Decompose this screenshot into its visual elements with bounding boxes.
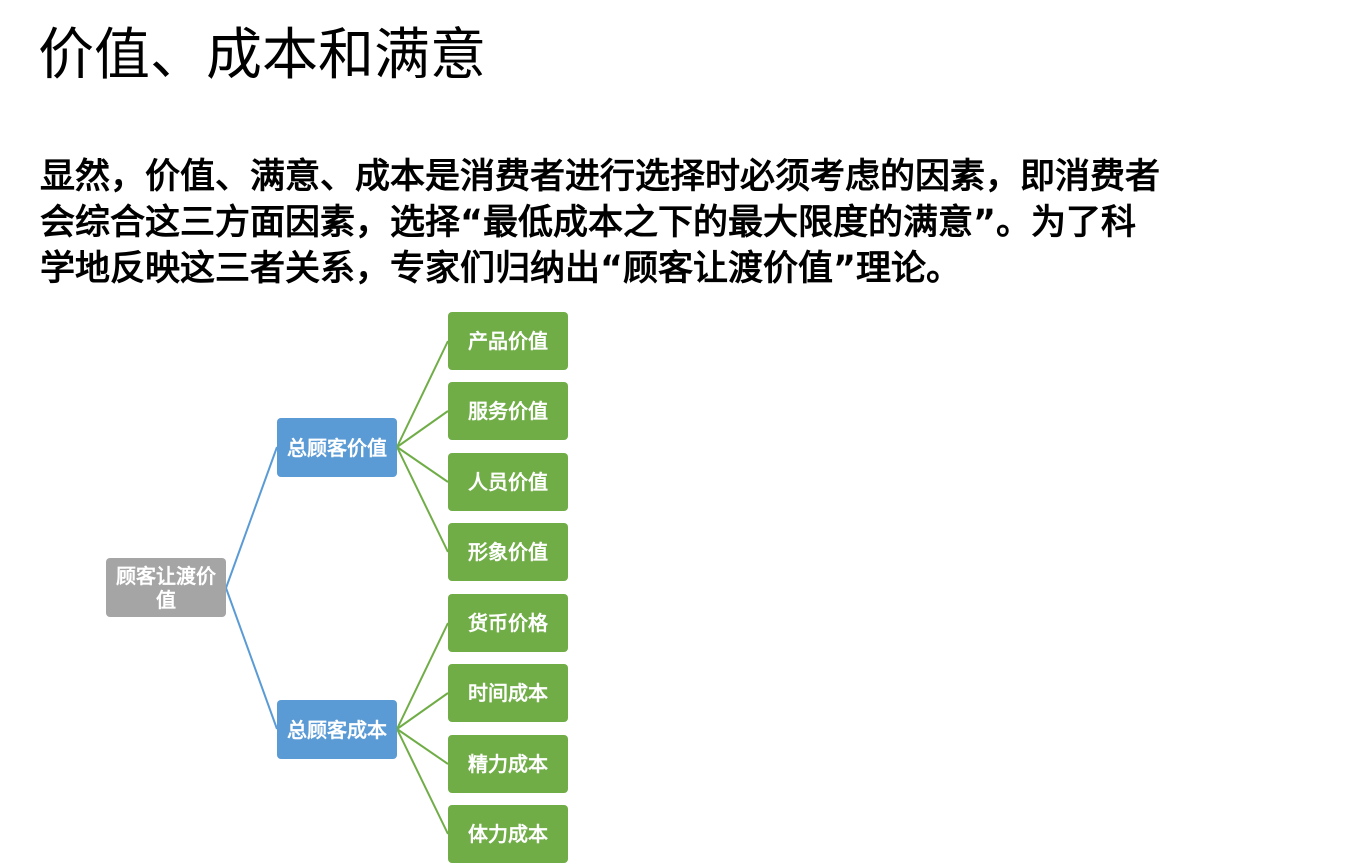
connector-root-branch-2 bbox=[225, 587, 278, 730]
node-leaf-physical-cost: 体力成本 bbox=[448, 805, 568, 863]
connector-branch-2-leaf-4 bbox=[396, 728, 449, 835]
node-leaf-energy-cost: 精力成本 bbox=[448, 735, 568, 793]
connector-branch-1-leaf-4 bbox=[396, 446, 449, 553]
node-branch-total-value: 总顾客价值 bbox=[277, 418, 397, 477]
connector-branch-2-leaf-3 bbox=[396, 728, 449, 765]
node-leaf-personnel-value: 人员价值 bbox=[448, 453, 568, 511]
node-leaf-product-value: 产品价值 bbox=[448, 312, 568, 370]
body-paragraph: 显然，价值、满意、成本是消费者进行选择时必须考虑的因素，即消费者 会综合这三方面… bbox=[40, 154, 1330, 292]
connector-root-branch-1 bbox=[225, 446, 278, 589]
body-line-3: 学地反映这三者关系，专家们归纳出“顾客让渡价值”理论。 bbox=[40, 249, 962, 289]
connector-branch-1-leaf-3 bbox=[396, 446, 449, 483]
node-leaf-service-value: 服务价值 bbox=[448, 382, 568, 440]
node-leaf-image-value: 形象价值 bbox=[448, 523, 568, 581]
connector-branch-2-leaf-2 bbox=[396, 692, 449, 730]
connector-branch-1-leaf-1 bbox=[396, 340, 449, 448]
slide-title: 价值、成本和满意 bbox=[38, 23, 486, 88]
body-line-2: 会综合这三方面因素，选择“最低成本之下的最大限度的满意”。为了科 bbox=[40, 203, 1137, 243]
body-line-1: 显然，价值、满意、成本是消费者进行选择时必须考虑的因素，即消费者 bbox=[40, 157, 1161, 197]
node-root: 顾客让渡价值 bbox=[106, 558, 226, 617]
connector-branch-2-leaf-1 bbox=[396, 622, 449, 730]
node-leaf-time-cost: 时间成本 bbox=[448, 664, 568, 722]
connector-branch-1-leaf-2 bbox=[396, 410, 449, 448]
node-leaf-monetary-price: 货币价格 bbox=[448, 594, 568, 652]
node-branch-total-cost: 总顾客成本 bbox=[277, 700, 397, 759]
